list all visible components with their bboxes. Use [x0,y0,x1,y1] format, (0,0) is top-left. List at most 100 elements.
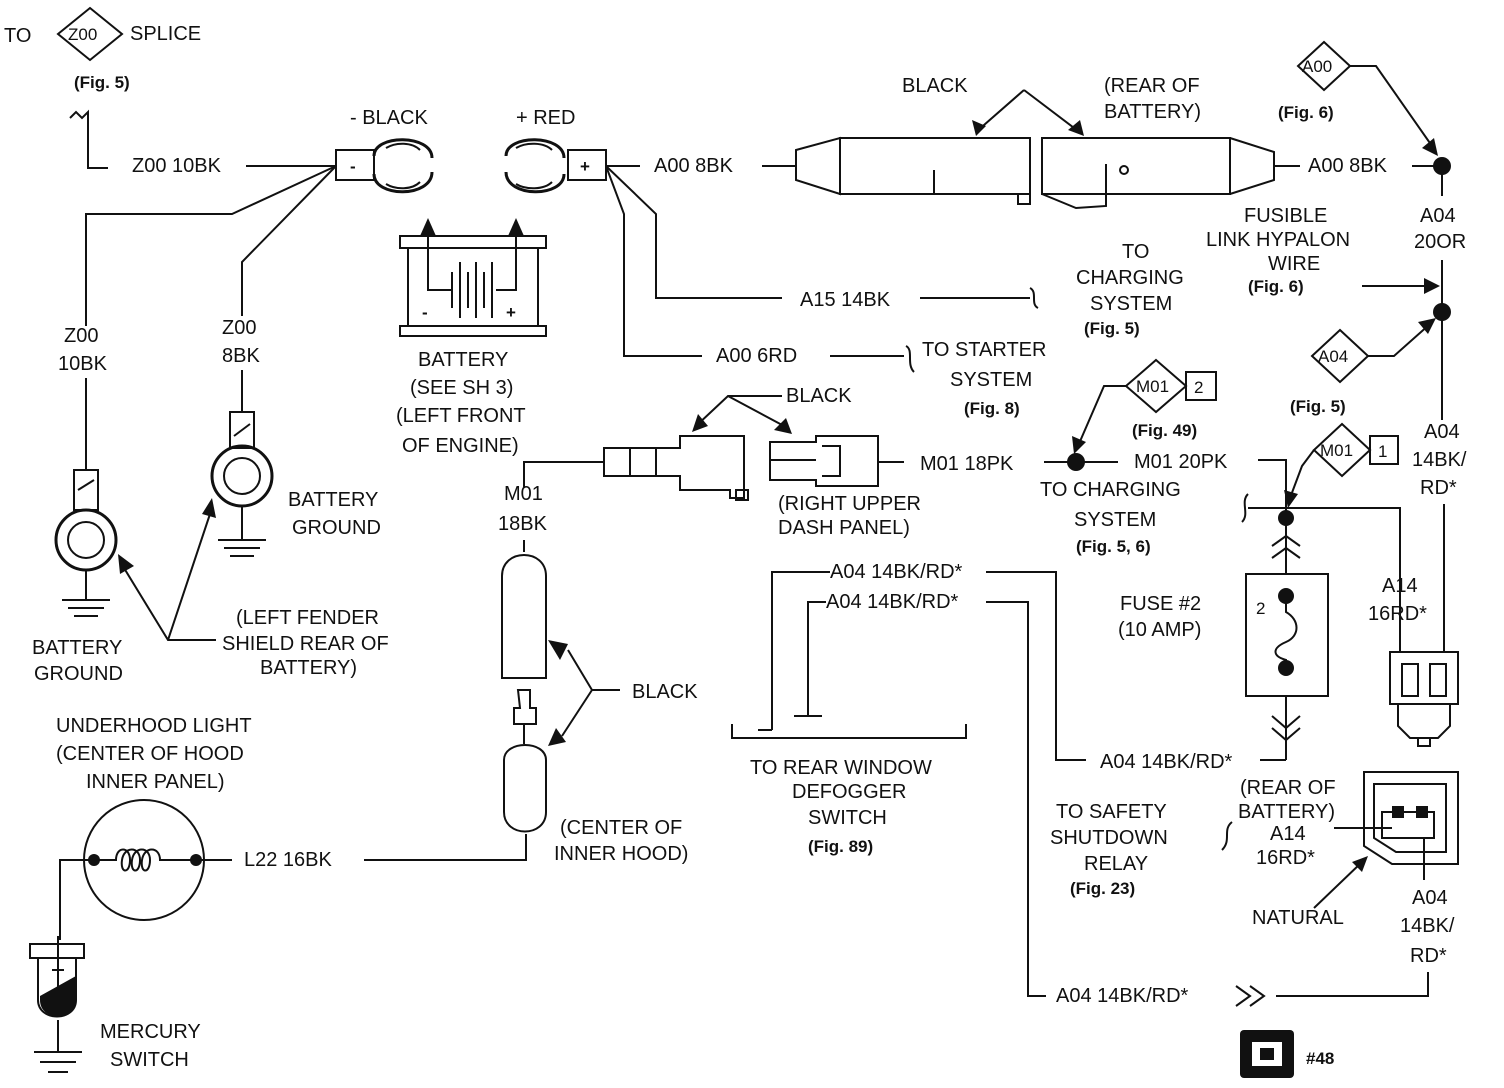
to-charging2-1: TO CHARGING [1040,479,1181,501]
to-starter-2: SYSTEM [950,369,1032,391]
ground-icon [218,506,266,557]
a04-14bkrd-3: A04 14BK/RD* [1100,751,1233,773]
to-rear-2: DEFOGGER [792,781,906,803]
page-badge-icon [1240,1030,1294,1078]
svg-text:M01: M01 [1320,441,1353,460]
fig5-a: (Fig. 5) [1084,319,1140,338]
ground-icon [34,1020,82,1073]
svg-text:2: 2 [1256,599,1265,618]
z00-10bk-v2: 10BK [58,353,108,375]
black-mid-label: BLACK [786,385,852,407]
black-low-label: BLACK [632,681,698,703]
rear-battery-label-1: (REAR OF [1104,75,1200,97]
battery-icon: - + [399,218,547,337]
ground-lug-right-icon [210,411,274,508]
m01-18bk-1: M01 [504,483,543,505]
battery-label-4: OF ENGINE) [402,435,519,457]
ground-icon [62,570,110,617]
to-safety-2: SHUTDOWN [1050,827,1168,849]
svg-text:-: - [350,157,356,176]
m01-20pk-label: M01 20PK [1134,451,1228,473]
rear-battery-b1: (REAR OF [1240,777,1336,799]
to-starter-1: TO STARTER [922,339,1046,361]
mercury-switch-icon [29,936,85,1018]
lamp-icon [83,799,205,921]
battery-label-1: BATTERY [418,349,508,371]
a04-14bkrd-1: A04 14BK/RD* [830,561,963,583]
fig8: (Fig. 8) [964,399,1020,418]
a04-14bkrd-b3: RD* [1410,945,1447,967]
a04-20or-1: A04 [1420,205,1456,227]
a14-16rd-b2: 16RD* [1256,847,1315,869]
mercury-2: SWITCH [110,1049,189,1071]
a00-6rd-label: A00 6RD [716,345,797,367]
fusible-link-icon [795,136,1275,210]
svg-text:1: 1 [1378,442,1387,461]
black-top-label: BLACK [902,75,968,97]
to-safety-3: RELAY [1084,853,1148,875]
fig5-top: (Fig. 5) [74,73,130,92]
fuse-1: FUSE #2 [1120,593,1201,615]
neg-black-label: - BLACK [350,107,428,129]
positive-terminal-icon: + [504,138,607,194]
svg-text:A00: A00 [1302,57,1332,76]
left-fender-3: BATTERY) [260,657,357,679]
connector-icon [1363,771,1459,865]
battery-label-3: (LEFT FRONT [396,405,526,427]
underhood-2: (CENTER OF HOOD [56,743,244,765]
a04-14bkrd-4: A04 14BK/RD* [1056,985,1189,1007]
connector-icon [1389,651,1459,747]
a04-14bkrd-2: A04 14BK/RD* [826,591,959,613]
right-dash-1: (RIGHT UPPER [778,493,921,515]
a04-14bkrd-r2: 14BK/ [1412,449,1467,471]
to-rear-3: SWITCH [808,807,887,829]
svg-text:-: - [422,303,428,322]
m01-18pk-label: M01 18PK [920,453,1014,475]
center-inner-1: (CENTER OF [560,817,682,839]
a00-8bk-left-label: A00 8BK [654,155,734,177]
battery-ground-r1: BATTERY [288,489,378,511]
splice-diamond-icon: Z00 [56,6,124,62]
fusible-label-2: LINK HYPALON [1206,229,1350,251]
center-inner-2: INNER HOOD) [554,843,688,865]
a04-20or-2: 20OR [1414,231,1466,253]
to-charging-1: TO [1122,241,1149,263]
fig49: (Fig. 49) [1132,421,1197,440]
svg-text:+: + [506,303,516,322]
z00-8bk-v1: Z00 [222,317,256,339]
splice-code: Z00 [68,25,97,44]
mercury-1: MERCURY [100,1021,201,1043]
battery-label-2: (SEE SH 3) [410,377,513,399]
a15-14bk-label: A15 14BK [800,289,891,311]
natural-label: NATURAL [1252,907,1344,929]
svg-text:+: + [580,157,590,176]
right-dash-2: DASH PANEL) [778,517,910,539]
fusible-label-3: WIRE [1268,253,1320,275]
fusible-label-1: FUSIBLE [1244,205,1327,227]
to-label: TO [4,25,31,47]
fig56: (Fig. 5, 6) [1076,537,1151,556]
battery-ground-l2: GROUND [34,663,123,685]
l22-16bk-label: L22 16BK [244,849,333,871]
a04-14bkrd-r3: RD* [1420,477,1457,499]
a14-16rd-b1: A14 [1270,823,1306,845]
rear-battery-label-2: BATTERY) [1104,101,1201,123]
svg-text:2: 2 [1194,378,1203,397]
m01-18bk-2: 18BK [498,513,548,535]
z00-8bk-v2: 8BK [222,345,260,367]
underhood-3: INNER PANEL) [86,771,225,793]
left-fender-1: (LEFT FENDER [236,607,379,629]
fuse-icon: 2 [1245,573,1329,697]
fig6-b: (Fig. 6) [1248,277,1304,296]
fig5-b: (Fig. 5) [1290,397,1346,416]
to-charging2-2: SYSTEM [1074,509,1156,531]
connector-icon [603,435,879,501]
to-rear-1: TO REAR WINDOW [750,757,932,779]
left-fender-2: SHIELD REAR OF [222,633,389,655]
svg-text:A04: A04 [1318,347,1348,366]
a00-8bk-right-label: A00 8BK [1308,155,1388,177]
negative-terminal-icon: - [335,138,434,194]
a04-14bkrd-r1: A04 [1424,421,1460,443]
ground-lug-left-icon [54,469,118,572]
